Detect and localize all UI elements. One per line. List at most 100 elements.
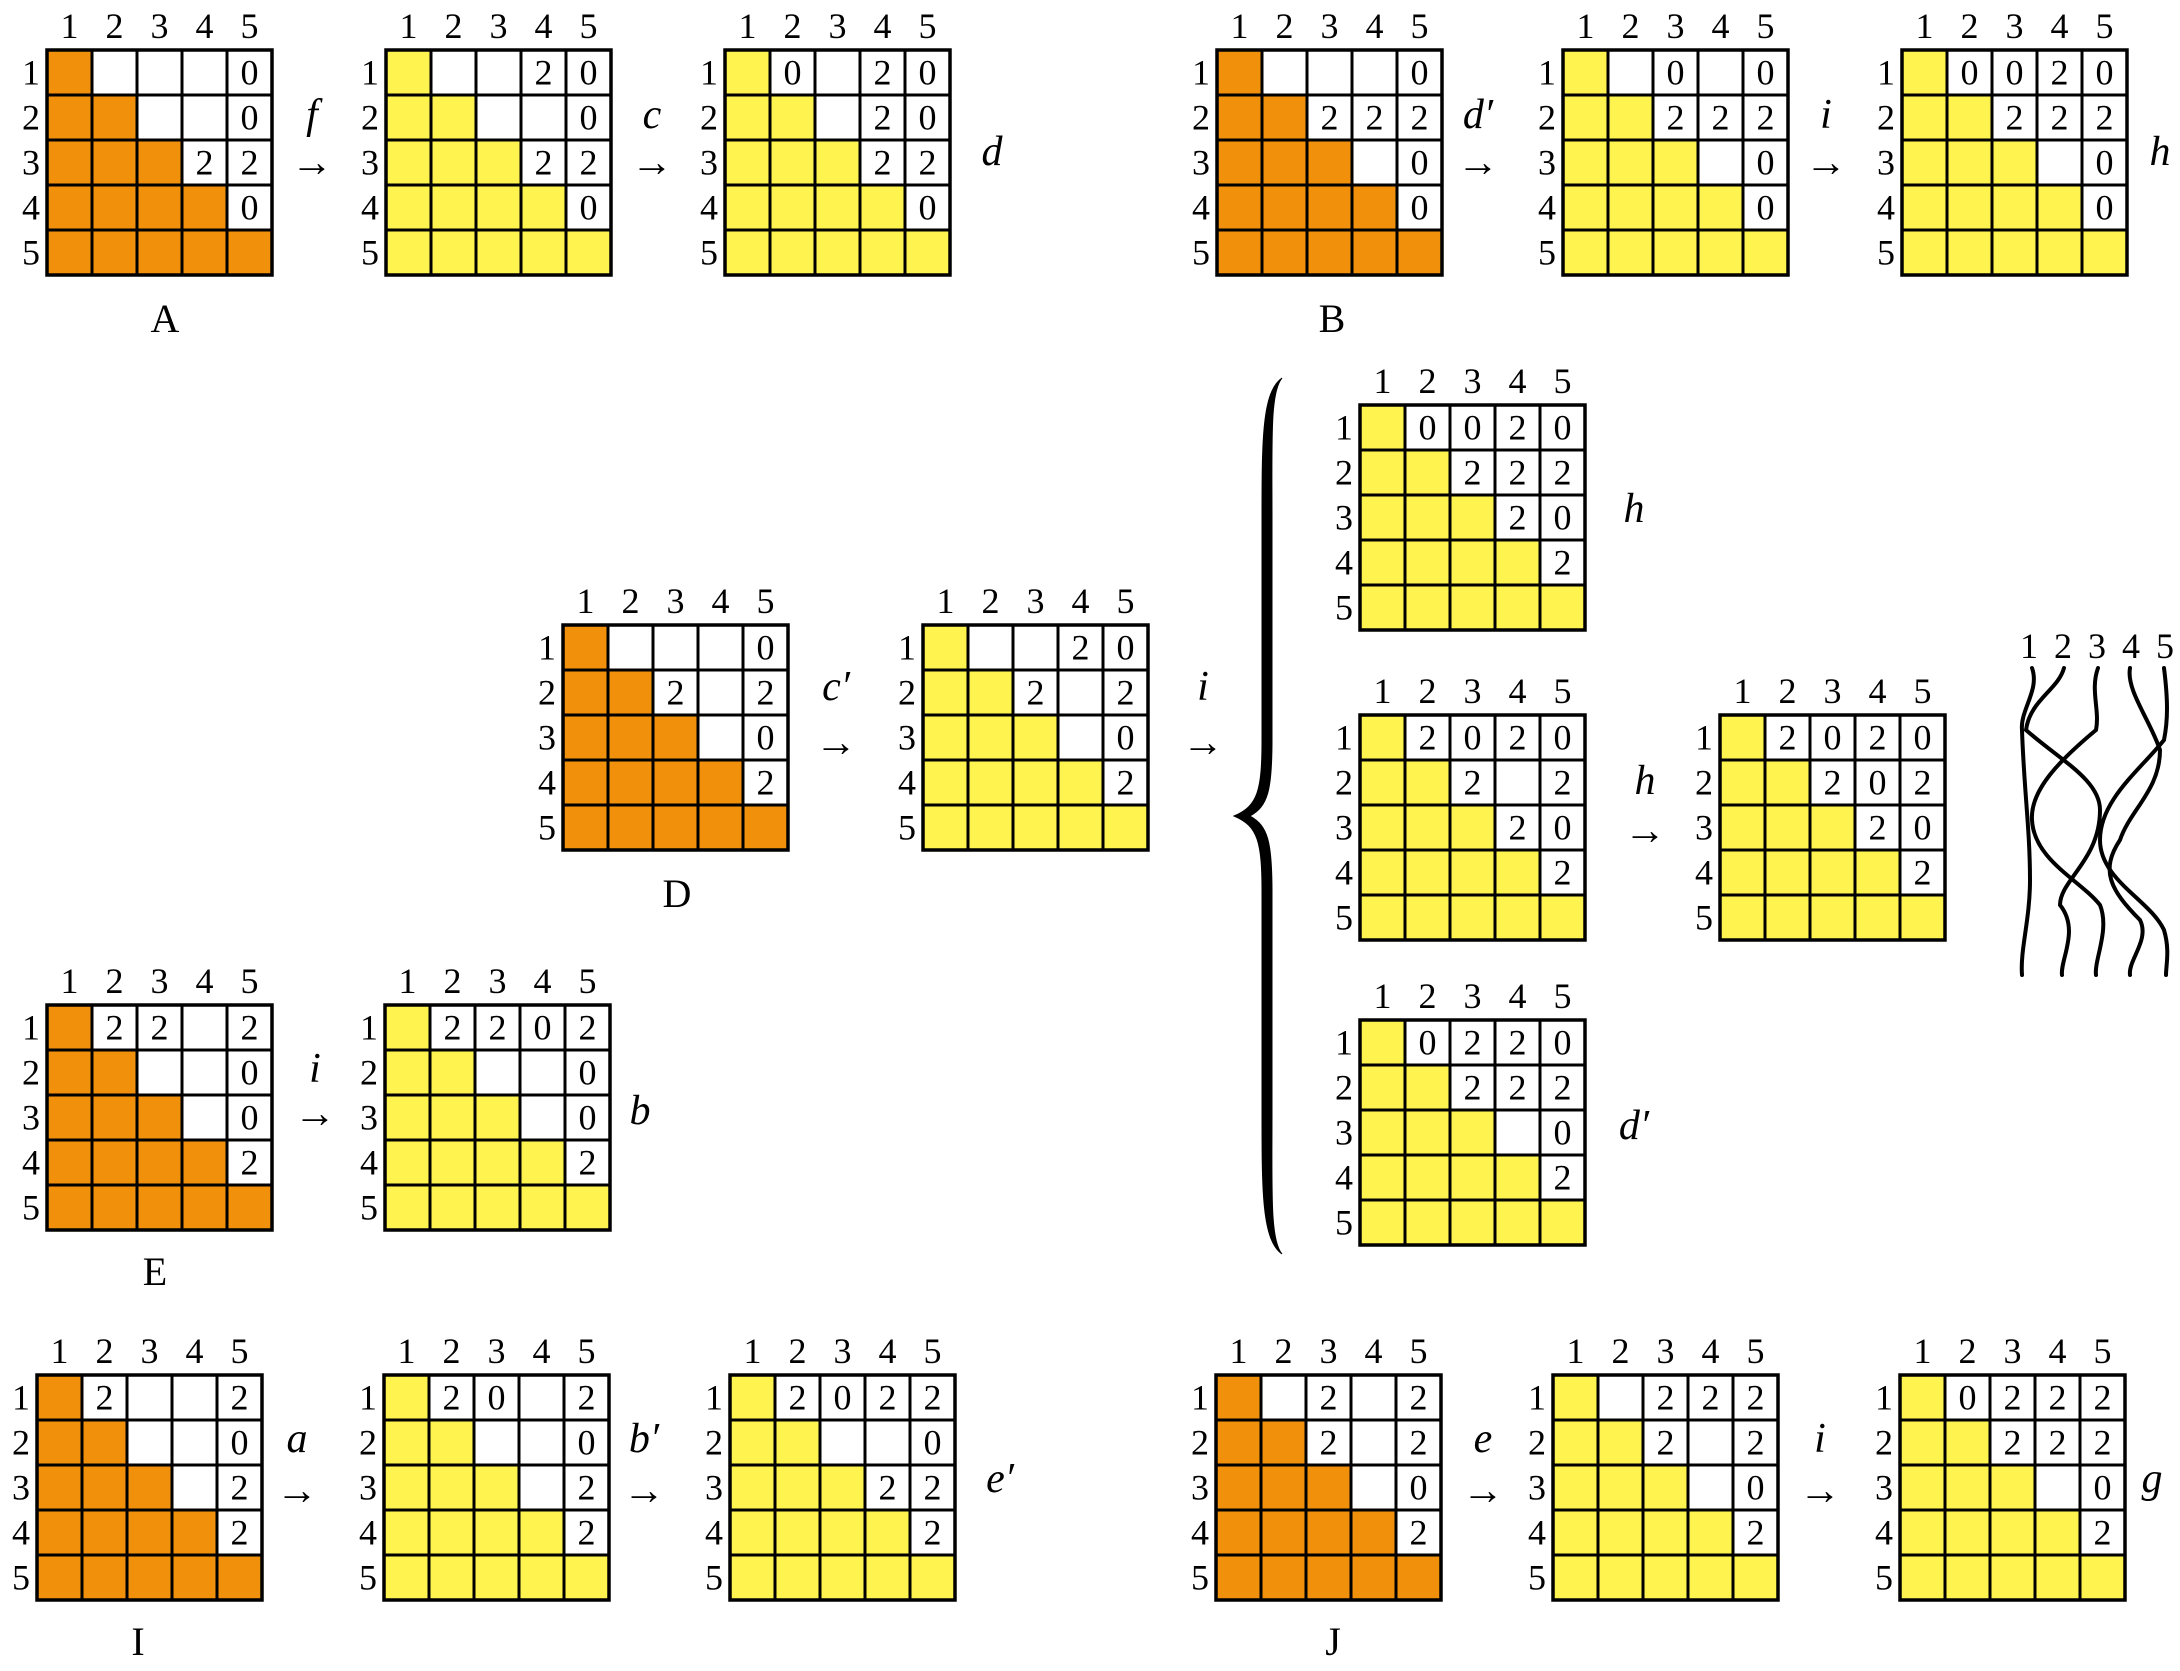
cell bbox=[225, 1138, 274, 1187]
cell bbox=[1731, 1553, 1780, 1602]
cell bbox=[1358, 403, 1407, 452]
matrix-border bbox=[382, 1373, 611, 1602]
cell bbox=[728, 1418, 777, 1467]
column-index: 1 bbox=[1734, 671, 1752, 711]
cell bbox=[768, 93, 817, 142]
matrix-border bbox=[1561, 48, 1790, 277]
row-index: 1 bbox=[1877, 53, 1895, 93]
cell-value: 2 bbox=[924, 1378, 942, 1418]
op-c: c bbox=[643, 92, 662, 138]
cell bbox=[135, 1183, 184, 1232]
column-index: 3 bbox=[2006, 6, 2024, 46]
row-index: 2 bbox=[1695, 763, 1713, 803]
column-index: 1 bbox=[937, 581, 955, 621]
cell bbox=[1651, 228, 1700, 277]
cell bbox=[564, 93, 613, 142]
cell bbox=[80, 1553, 129, 1602]
cell bbox=[564, 183, 613, 232]
arrow-J-1: → bbox=[1462, 1468, 1504, 1514]
cell bbox=[1215, 228, 1264, 277]
column-index: 3 bbox=[151, 6, 169, 46]
column-index: 5 bbox=[231, 1331, 249, 1371]
cell-value: 0 bbox=[1667, 53, 1685, 93]
cell bbox=[2035, 138, 2084, 187]
op-a: a bbox=[287, 1416, 308, 1462]
cell bbox=[384, 183, 433, 232]
cell bbox=[1945, 93, 1994, 142]
row-index: 3 bbox=[700, 143, 718, 183]
cell bbox=[382, 1418, 431, 1467]
cell bbox=[518, 1138, 567, 1187]
row-index: 4 bbox=[1192, 188, 1210, 228]
cell-value: 0 bbox=[1914, 718, 1932, 758]
row-index: 5 bbox=[1335, 898, 1353, 938]
cell-value: 0 bbox=[231, 1423, 249, 1463]
cell bbox=[135, 228, 184, 277]
cell bbox=[518, 1003, 567, 1052]
braid-strand-3 bbox=[2029, 666, 2106, 977]
row-index: 5 bbox=[1877, 233, 1895, 273]
cell bbox=[1900, 228, 1949, 277]
column-index: 4 bbox=[1072, 581, 1090, 621]
cell-value: 0 bbox=[1869, 763, 1887, 803]
column-index: 4 bbox=[2049, 1331, 2067, 1371]
cell bbox=[1394, 1553, 1443, 1602]
cell bbox=[180, 1003, 229, 1052]
row-index: 1 bbox=[1192, 53, 1210, 93]
braid-strand-1 bbox=[2019, 666, 2036, 977]
op-d-prime-1: d′ bbox=[1463, 92, 1494, 138]
column-index: 4 bbox=[2051, 6, 2069, 46]
op-h-3: h bbox=[1635, 758, 1656, 804]
cell bbox=[1260, 93, 1309, 142]
cell bbox=[921, 713, 970, 762]
cell bbox=[1448, 583, 1497, 632]
cell-value: 2 bbox=[1747, 1513, 1765, 1553]
cell bbox=[1538, 803, 1587, 852]
column-index: 2 bbox=[982, 581, 1000, 621]
label-B: B bbox=[1319, 296, 1346, 341]
cell bbox=[1641, 1463, 1690, 1512]
cell bbox=[384, 48, 433, 97]
cell bbox=[383, 1003, 432, 1052]
cell-value: 0 bbox=[1824, 718, 1842, 758]
cell bbox=[606, 803, 655, 852]
cell-value: 2 bbox=[1321, 98, 1339, 138]
cell bbox=[1988, 1463, 2037, 1512]
cell-value: 2 bbox=[2096, 98, 2114, 138]
cell bbox=[1448, 803, 1497, 852]
row-index: 5 bbox=[538, 808, 556, 848]
cell-value: 0 bbox=[1747, 1468, 1765, 1508]
cell bbox=[474, 183, 523, 232]
cell bbox=[966, 668, 1015, 717]
braid-strand-5 bbox=[2097, 666, 2170, 977]
row-index: 1 bbox=[1695, 718, 1713, 758]
column-index: 4 bbox=[196, 961, 214, 1001]
cell bbox=[1538, 893, 1587, 942]
row-index: 3 bbox=[360, 1098, 378, 1138]
cell-value: 2 bbox=[789, 1378, 807, 1418]
cell bbox=[1718, 893, 1767, 942]
cell bbox=[90, 1183, 139, 1232]
cell bbox=[1403, 893, 1452, 942]
cell-value: 2 bbox=[1554, 543, 1572, 583]
cell bbox=[1596, 1373, 1645, 1422]
cell-value: 2 bbox=[874, 53, 892, 93]
column-index: 1 bbox=[744, 1331, 762, 1371]
op-i-4: i bbox=[1814, 1416, 1826, 1462]
cell bbox=[472, 1463, 521, 1512]
cell-value: 0 bbox=[2006, 53, 2024, 93]
cell-value: 0 bbox=[578, 1423, 596, 1463]
row-index: 5 bbox=[898, 808, 916, 848]
cell-value: 2 bbox=[874, 98, 892, 138]
cell bbox=[215, 1508, 264, 1557]
cell bbox=[1358, 713, 1407, 762]
cell bbox=[1898, 1373, 1947, 1422]
row-index: 2 bbox=[1538, 98, 1556, 138]
cell bbox=[384, 228, 433, 277]
cell bbox=[170, 1553, 219, 1602]
